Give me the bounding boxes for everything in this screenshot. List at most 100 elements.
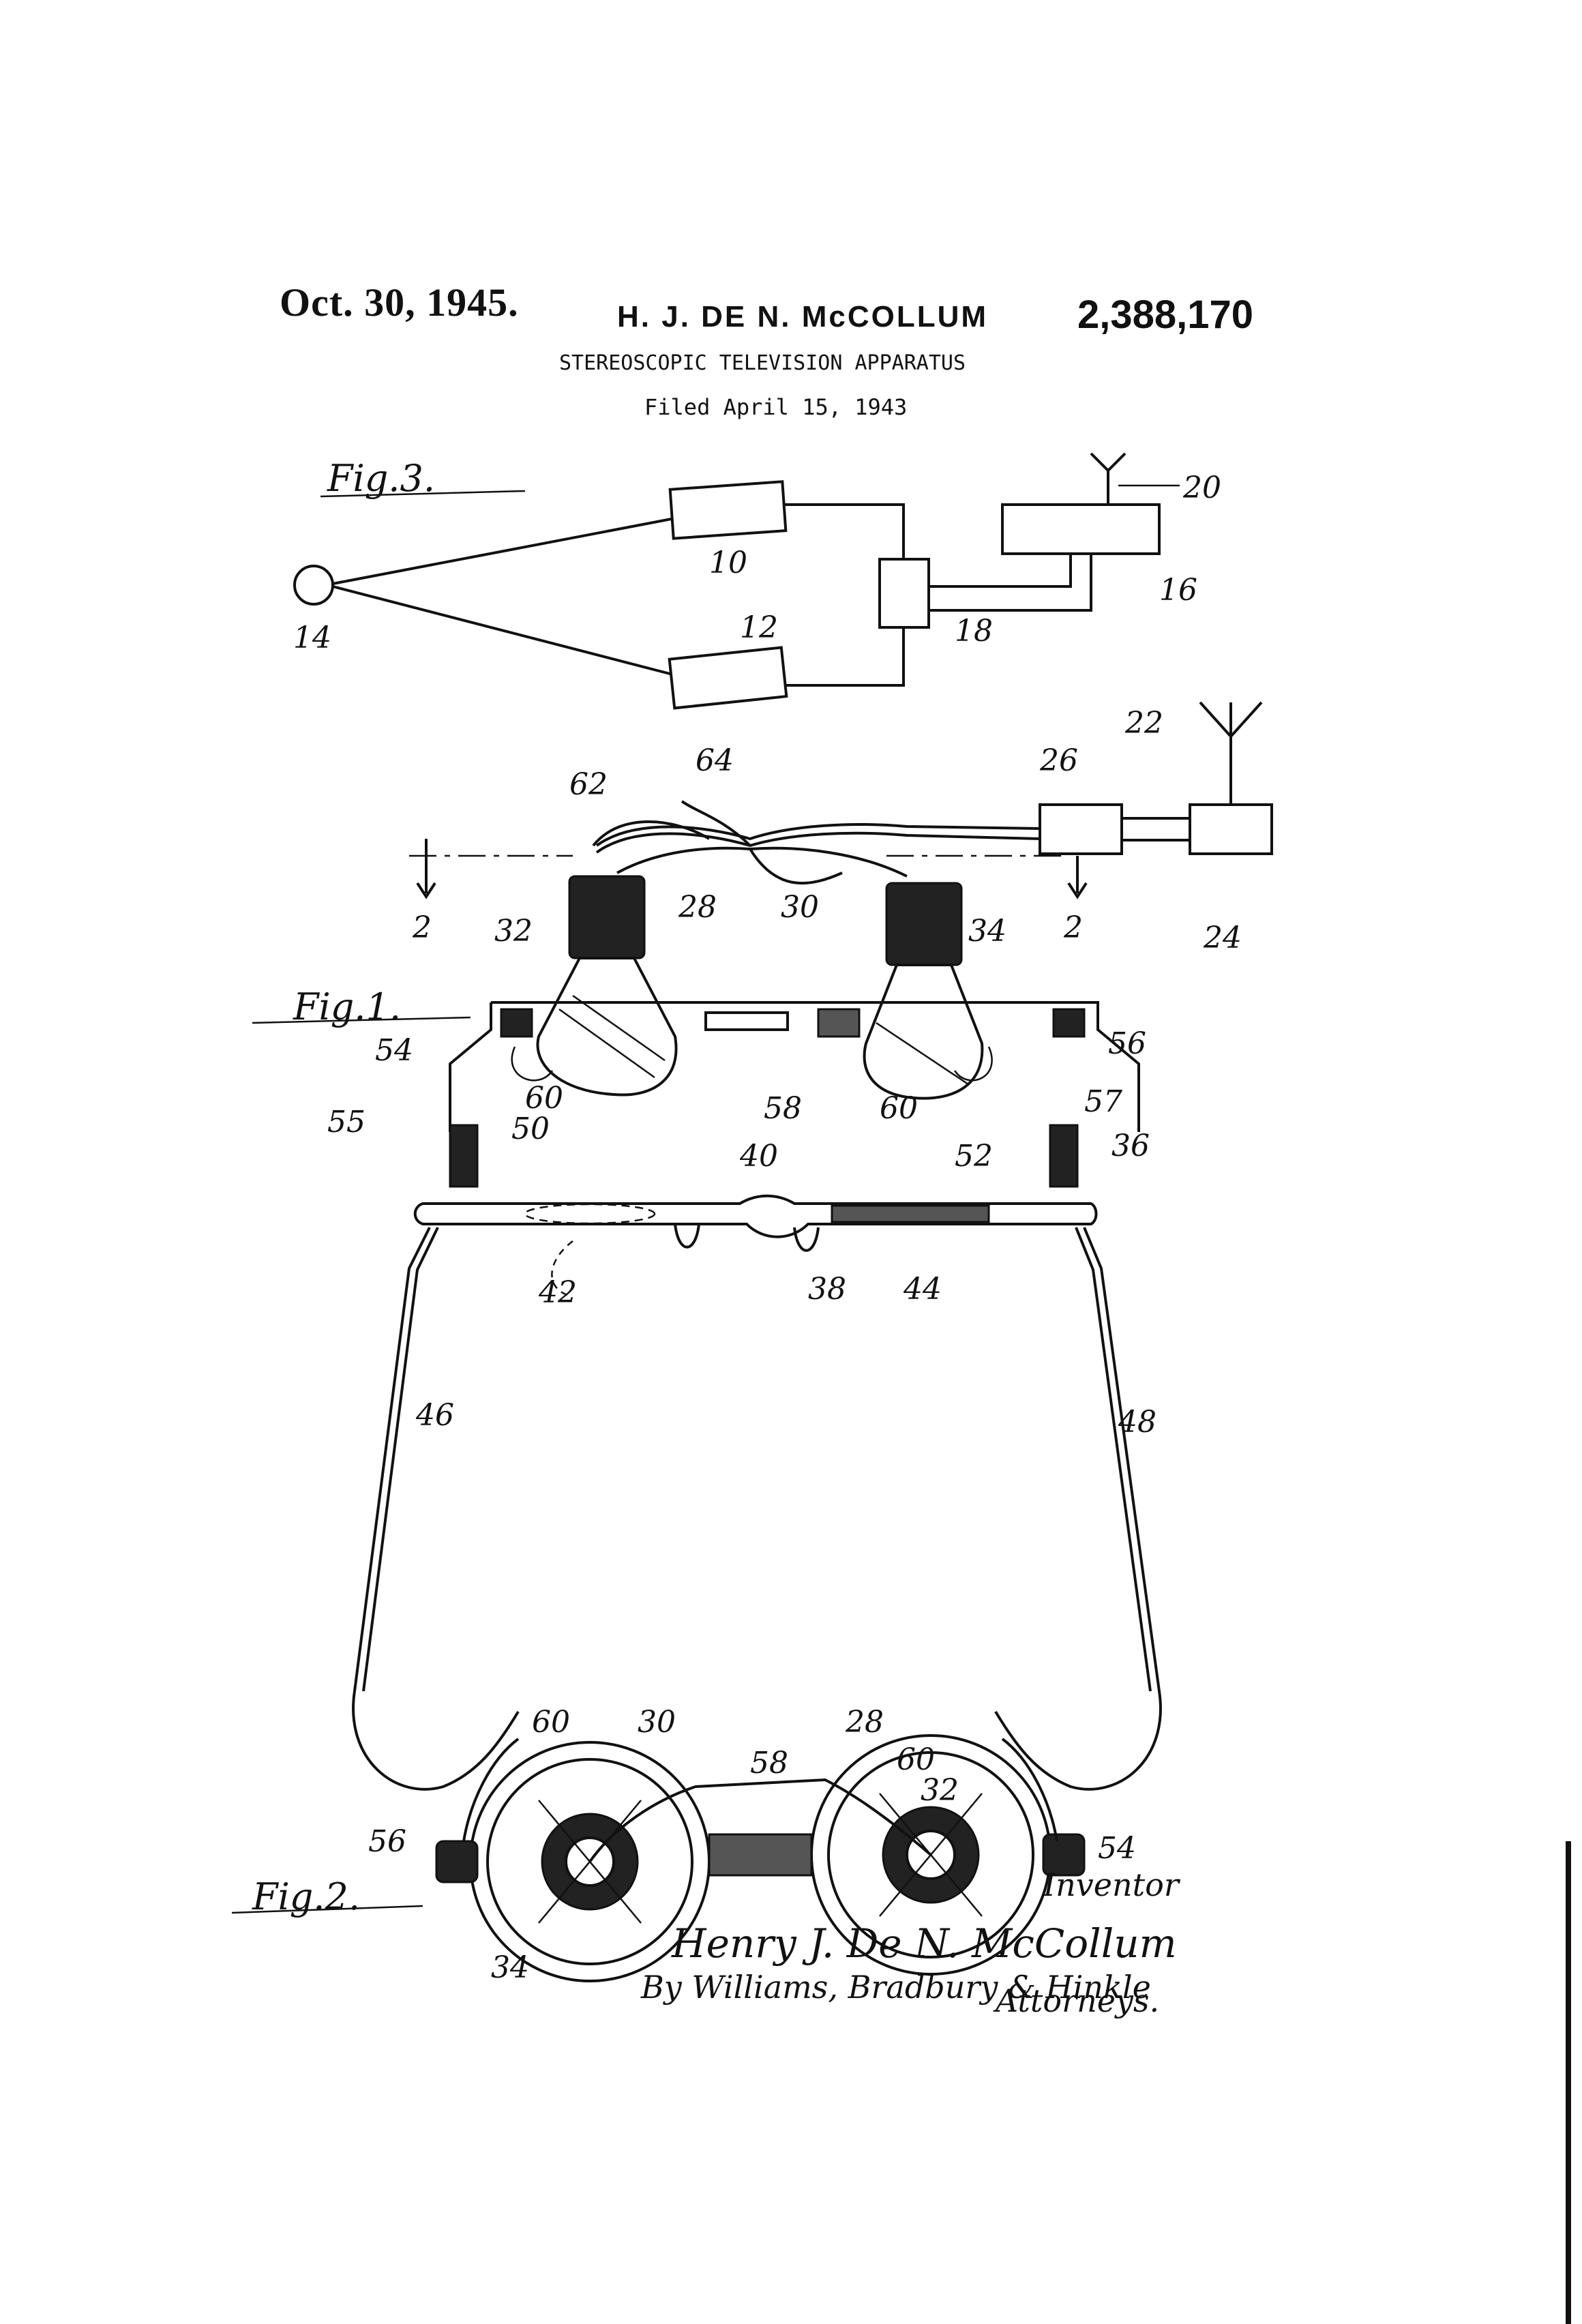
cable-main	[595, 823, 1041, 847]
label-section-right: 2	[1063, 910, 1083, 945]
antenna-20-head	[1090, 452, 1126, 473]
label-46: 46	[415, 1398, 454, 1433]
wire-18-16-a	[929, 554, 1072, 588]
label-20: 20	[1182, 471, 1221, 505]
label-60-right-top: 60	[897, 1742, 935, 1777]
cable-62	[592, 820, 711, 847]
figure-3-label: Fig.3.	[327, 457, 435, 500]
sight-line-upper	[332, 517, 676, 585]
clip-60-left-b	[538, 1800, 642, 1924]
label-26: 26	[1039, 743, 1078, 778]
attorneys-caption: Attorneys.	[993, 1982, 1159, 2019]
cable-64	[681, 800, 751, 847]
splitter-box-26	[1039, 803, 1123, 855]
lens-44	[831, 1204, 990, 1223]
tube-32-shade	[558, 1008, 655, 1079]
bridge-58-top	[708, 1833, 813, 1877]
bridge-58	[704, 1011, 789, 1031]
figure-3-block-diagram: Fig.3. 10 12 14 16 18 20	[293, 452, 1221, 710]
hinge-50	[449, 1124, 479, 1188]
antenna-22-head	[1199, 701, 1263, 739]
label-12: 12	[740, 610, 778, 645]
subject-point-14	[293, 565, 334, 606]
inventor-name-header: H. J. DE N. McCOLLUM	[617, 300, 989, 333]
label-28-top: 28	[845, 1705, 884, 1740]
label-42: 42	[538, 1275, 577, 1310]
label-section-left: 2	[412, 910, 432, 945]
label-54-top: 54	[1098, 1831, 1136, 1866]
signature-block: Inventor Henry J. De N. McCollum By Will…	[640, 1866, 1181, 2019]
section-arrowhead-right	[1067, 882, 1088, 899]
label-50: 50	[511, 1112, 550, 1146]
hinge-52	[1049, 1124, 1079, 1188]
temple-curve-left-top	[462, 1738, 520, 1842]
tube-34-shade	[876, 1022, 969, 1086]
lens-42	[524, 1203, 656, 1225]
patent-title: STEREOSCOPIC TELEVISION APPARATUS	[559, 351, 966, 375]
tube-32-shade-2	[572, 994, 666, 1062]
section-arrowhead-left	[416, 882, 436, 899]
label-32-top: 32	[921, 1773, 959, 1808]
mixer-box-18	[878, 558, 930, 629]
hinge-56-top	[435, 1840, 479, 1883]
leader-42	[551, 1240, 573, 1297]
label-62: 62	[569, 767, 608, 802]
camera-box-12	[668, 646, 788, 710]
label-32: 32	[494, 914, 533, 949]
label-16: 16	[1159, 573, 1197, 608]
transmitter-box-16	[1001, 503, 1161, 555]
label-30-top: 30	[638, 1705, 676, 1740]
housing-frame	[449, 1001, 1140, 1132]
label-18: 18	[955, 614, 993, 649]
patent-date: Oct. 30, 1945.	[280, 280, 519, 325]
label-60-left: 60	[525, 1081, 563, 1116]
temple-48-inner	[1075, 1227, 1152, 1692]
clip-right-outer	[1052, 1008, 1086, 1038]
tube-bulb-32	[536, 957, 678, 1097]
tube-bulb-34	[863, 964, 984, 1100]
label-14: 14	[293, 621, 331, 655]
label-22: 22	[1124, 706, 1163, 741]
label-34-top: 34	[491, 1950, 529, 1985]
label-34: 34	[968, 914, 1006, 949]
label-60-right: 60	[880, 1091, 918, 1126]
attorney-firm-signature: By Williams, Bradbury & Hinkle	[640, 1969, 1151, 2006]
cable-main-b	[595, 831, 1041, 854]
label-24: 24	[1203, 921, 1242, 955]
label-30: 30	[781, 890, 819, 925]
spring-clip-60-left	[511, 1046, 554, 1082]
inventor-signature: Henry J. De N. McCollum	[671, 1920, 1177, 1967]
label-48: 48	[1118, 1405, 1156, 1440]
temple-48	[994, 1227, 1162, 1791]
lead-28-30-top	[588, 1778, 932, 1863]
temple-curve-right-top	[1001, 1738, 1058, 1842]
clip-left-outer	[500, 1008, 533, 1038]
wire-12-18	[784, 627, 905, 687]
figure-1-front-view: Fig.1. 22 24 26 62 64 28 30 32 34 2 2 54…	[252, 701, 1273, 1791]
spectacle-frame-40	[413, 1194, 1098, 1238]
lead-28	[616, 846, 843, 885]
label-36: 36	[1111, 1129, 1150, 1163]
temple-46-inner	[362, 1227, 439, 1692]
figure-3-underline	[320, 490, 526, 498]
label-64: 64	[696, 743, 734, 778]
label-10: 10	[709, 546, 747, 580]
label-55: 55	[327, 1105, 365, 1139]
sight-line-lower	[332, 585, 676, 676]
figure-1-underline	[252, 1016, 471, 1024]
figure-2-top-view: Fig.2. 60 30 28 60 58 32 56 54 34	[231, 1705, 1136, 1985]
label-60-left-top: 60	[532, 1705, 570, 1740]
label-40: 40	[739, 1139, 778, 1174]
label-52: 52	[955, 1139, 993, 1174]
label-38: 38	[808, 1272, 846, 1307]
label-56: 56	[1108, 1026, 1146, 1061]
bridge-block	[817, 1008, 861, 1038]
label-57: 57	[1084, 1084, 1122, 1119]
eyepiece-ring-right-inner	[827, 1751, 1034, 1958]
spring-clip-60-right	[953, 1046, 993, 1082]
label-28: 28	[678, 890, 717, 925]
label-56-top: 56	[368, 1824, 406, 1859]
camera-box-10	[668, 480, 788, 540]
clip-60-right-b	[879, 1793, 983, 1917]
